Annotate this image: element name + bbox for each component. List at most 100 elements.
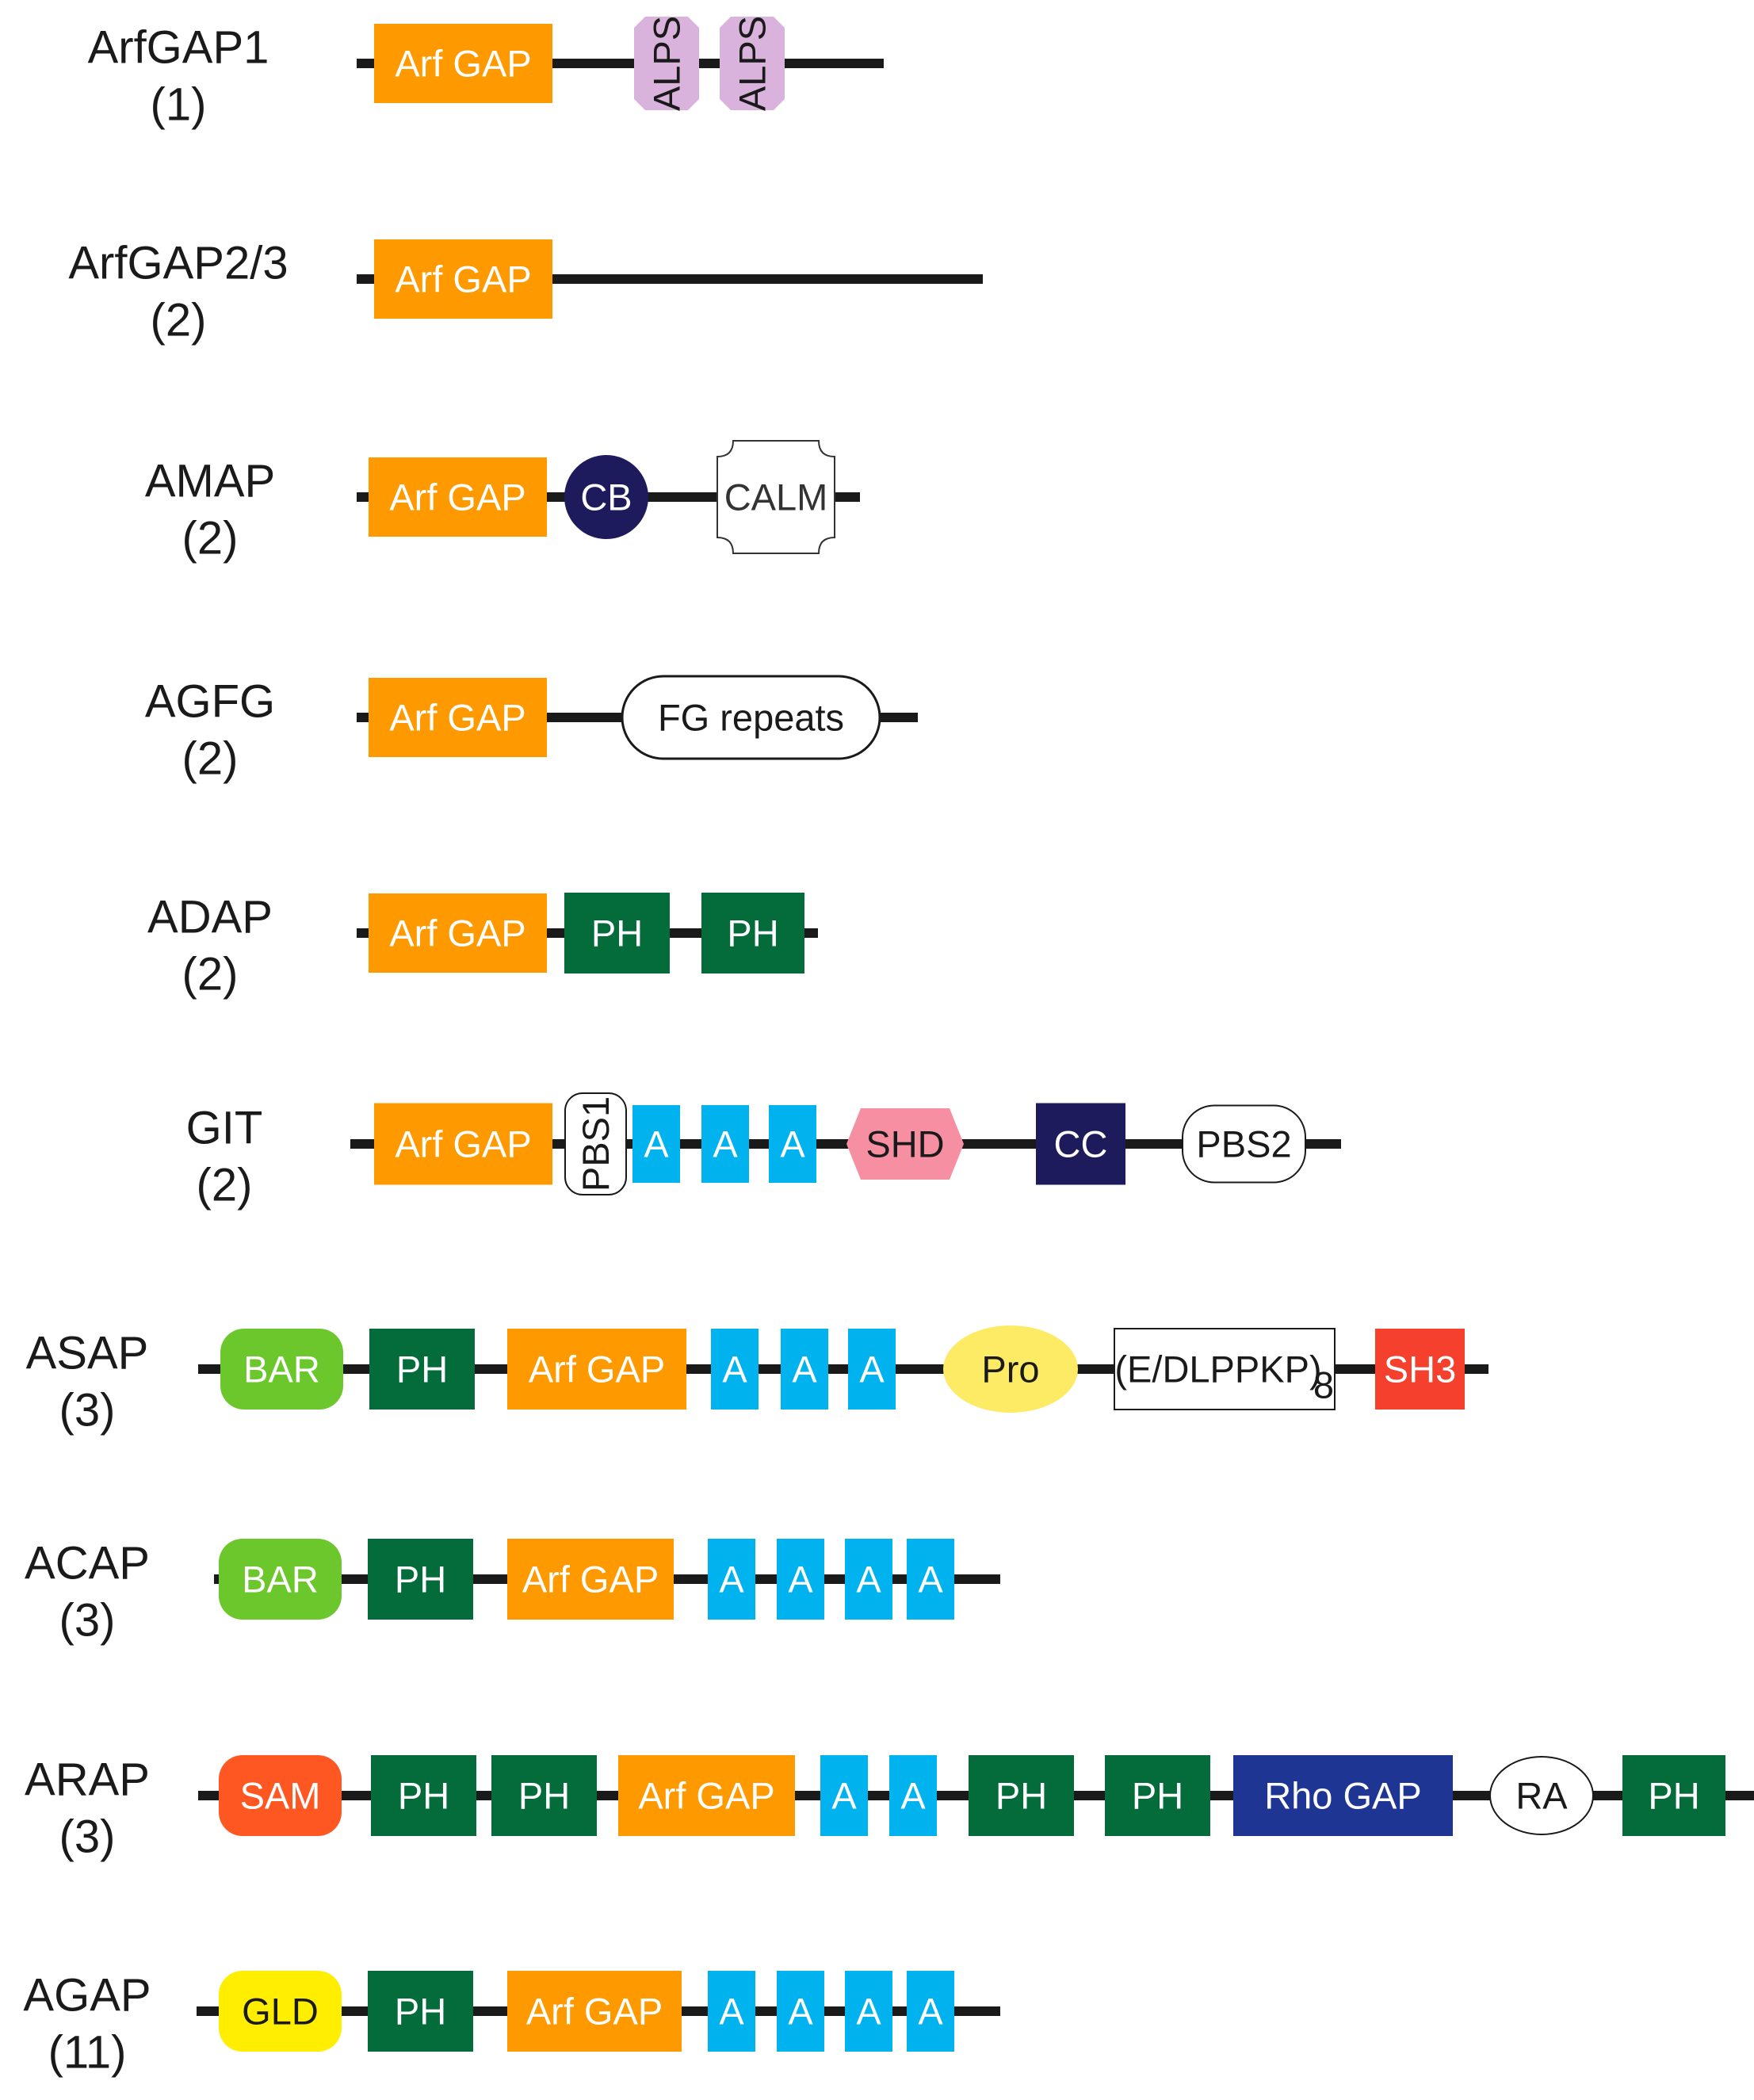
domain-label: A [713, 1123, 738, 1165]
domain-label: A [900, 1775, 926, 1817]
family-member-count: (2) [197, 1160, 253, 1211]
domain-arfgap: Arf GAP [507, 1971, 682, 2052]
domain-label: Pro [981, 1348, 1039, 1390]
domain-label: PBS2 [1196, 1123, 1291, 1165]
domain-label: A [856, 1991, 881, 2033]
alps-domain-shape [634, 17, 699, 110]
sam-domain-shape [219, 1755, 342, 1836]
family-member-count: (1) [151, 79, 207, 131]
domain-label: Arf GAP [389, 912, 525, 954]
domain-label: PH [995, 1775, 1047, 1817]
ank-domain-shape [777, 1971, 824, 2052]
family-member-count: (3) [59, 1385, 116, 1436]
domain-label: A [859, 1348, 885, 1390]
domain-ph: PH [491, 1755, 597, 1836]
domain-label: PH [396, 1348, 448, 1390]
domain-label: A [644, 1123, 669, 1165]
domain-fg: FG repeats [621, 675, 881, 760]
rhogap-domain-shape [1233, 1755, 1453, 1836]
domain-ph: PH [701, 893, 804, 973]
domain-edlppkp: (E/DLPPKP)8 [1114, 1328, 1336, 1410]
domain-arfgap: Arf GAP [507, 1329, 686, 1410]
family-row-arfgap2-3: ArfGAP2/3(2)Arf GAP [68, 238, 983, 346]
arfgap-domain-shape [369, 457, 547, 537]
ph-domain-shape [564, 893, 670, 973]
domain-label: A [788, 1559, 813, 1601]
domain-label: A [918, 1559, 943, 1601]
ank-domain-shape [701, 1105, 749, 1183]
ph-domain-shape [368, 1971, 473, 2052]
ank-domain-shape [708, 1971, 755, 2052]
calm-domain-shape [717, 440, 835, 554]
family-member-count: (2) [182, 513, 239, 564]
domain-label: A [780, 1123, 805, 1165]
alps-domain-shape [720, 17, 785, 110]
domain-label: Arf GAP [389, 476, 525, 518]
domain-label: PH [591, 912, 643, 954]
cb-domain-shape [564, 455, 648, 539]
domain-arfgap: Arf GAP [369, 678, 547, 757]
domain-label: CB [580, 476, 632, 518]
domain-ank: A [848, 1329, 896, 1410]
domain-ph: PH [1622, 1755, 1725, 1836]
repeat-count-subscript: 8 [1313, 1364, 1334, 1406]
domain-label: A [719, 1559, 744, 1601]
family-name: ArfGAP1 [88, 22, 269, 74]
ank-domain-shape [907, 1539, 954, 1620]
family-name: ASAP [26, 1328, 149, 1379]
family-name: AGFG [145, 676, 275, 728]
domain-ra: RA [1489, 1756, 1594, 1835]
domain-label: A [722, 1348, 747, 1390]
domain-label: Arf GAP [522, 1559, 659, 1601]
domain-ank: A [820, 1755, 868, 1836]
domain-ph: PH [368, 1539, 473, 1620]
domain-label: GLD [242, 1991, 319, 2033]
domain-ank: A [907, 1971, 954, 2052]
arfgap-domain-shape [507, 1971, 682, 2052]
bar-domain-shape [219, 1539, 342, 1620]
family-name: ArfGAP2/3 [68, 238, 288, 289]
arfgap-domain-shape [618, 1755, 795, 1836]
pbs2-domain-shape [1182, 1104, 1306, 1184]
gld-domain-shape [219, 1971, 342, 2052]
domain-ph: PH [1105, 1755, 1210, 1836]
edlppkp-domain-shape [1114, 1328, 1336, 1410]
domain-calm: CALM [717, 440, 835, 554]
ank-domain-shape [769, 1105, 816, 1183]
family-name: AGAP [23, 1970, 151, 2022]
domain-label: SH3 [1384, 1348, 1456, 1390]
domain-label: (E/DLPPKP) [1114, 1348, 1321, 1390]
domain-alps: ALPS [634, 16, 699, 111]
domain-pbs1: PBS1 [564, 1092, 627, 1195]
cc-domain-shape [1036, 1103, 1125, 1185]
family-member-count: (3) [59, 1811, 116, 1863]
domain-label: PH [398, 1775, 449, 1817]
family-member-count: (2) [182, 733, 239, 785]
ank-domain-shape [907, 1971, 954, 2052]
domain-bar: BAR [219, 1539, 342, 1620]
domain-ank: A [845, 1971, 892, 2052]
domain-arfgap: Arf GAP [374, 24, 552, 103]
ank-domain-shape [845, 1971, 892, 2052]
domain-arfgap: Arf GAP [507, 1539, 674, 1620]
domain-ank: A [708, 1971, 755, 2052]
domain-label: PBS1 [575, 1096, 617, 1192]
domain-sam: SAM [219, 1755, 342, 1836]
domain-rhogap: Rho GAP [1233, 1755, 1453, 1836]
domain-pbs2: PBS2 [1182, 1104, 1306, 1184]
domain-label: CC [1054, 1123, 1108, 1165]
domain-label: ALPS [646, 16, 688, 111]
domain-label: Arf GAP [526, 1991, 663, 2033]
domain-pro: Pro [943, 1325, 1078, 1413]
domain-label: Arf GAP [395, 43, 531, 85]
domain-ank: A [907, 1539, 954, 1620]
domain-ank: A [711, 1329, 759, 1410]
domain-label: PH [395, 1991, 446, 2033]
family-member-count: (3) [59, 1595, 116, 1647]
sh3-domain-shape [1375, 1329, 1465, 1410]
ank-domain-shape [845, 1539, 892, 1620]
